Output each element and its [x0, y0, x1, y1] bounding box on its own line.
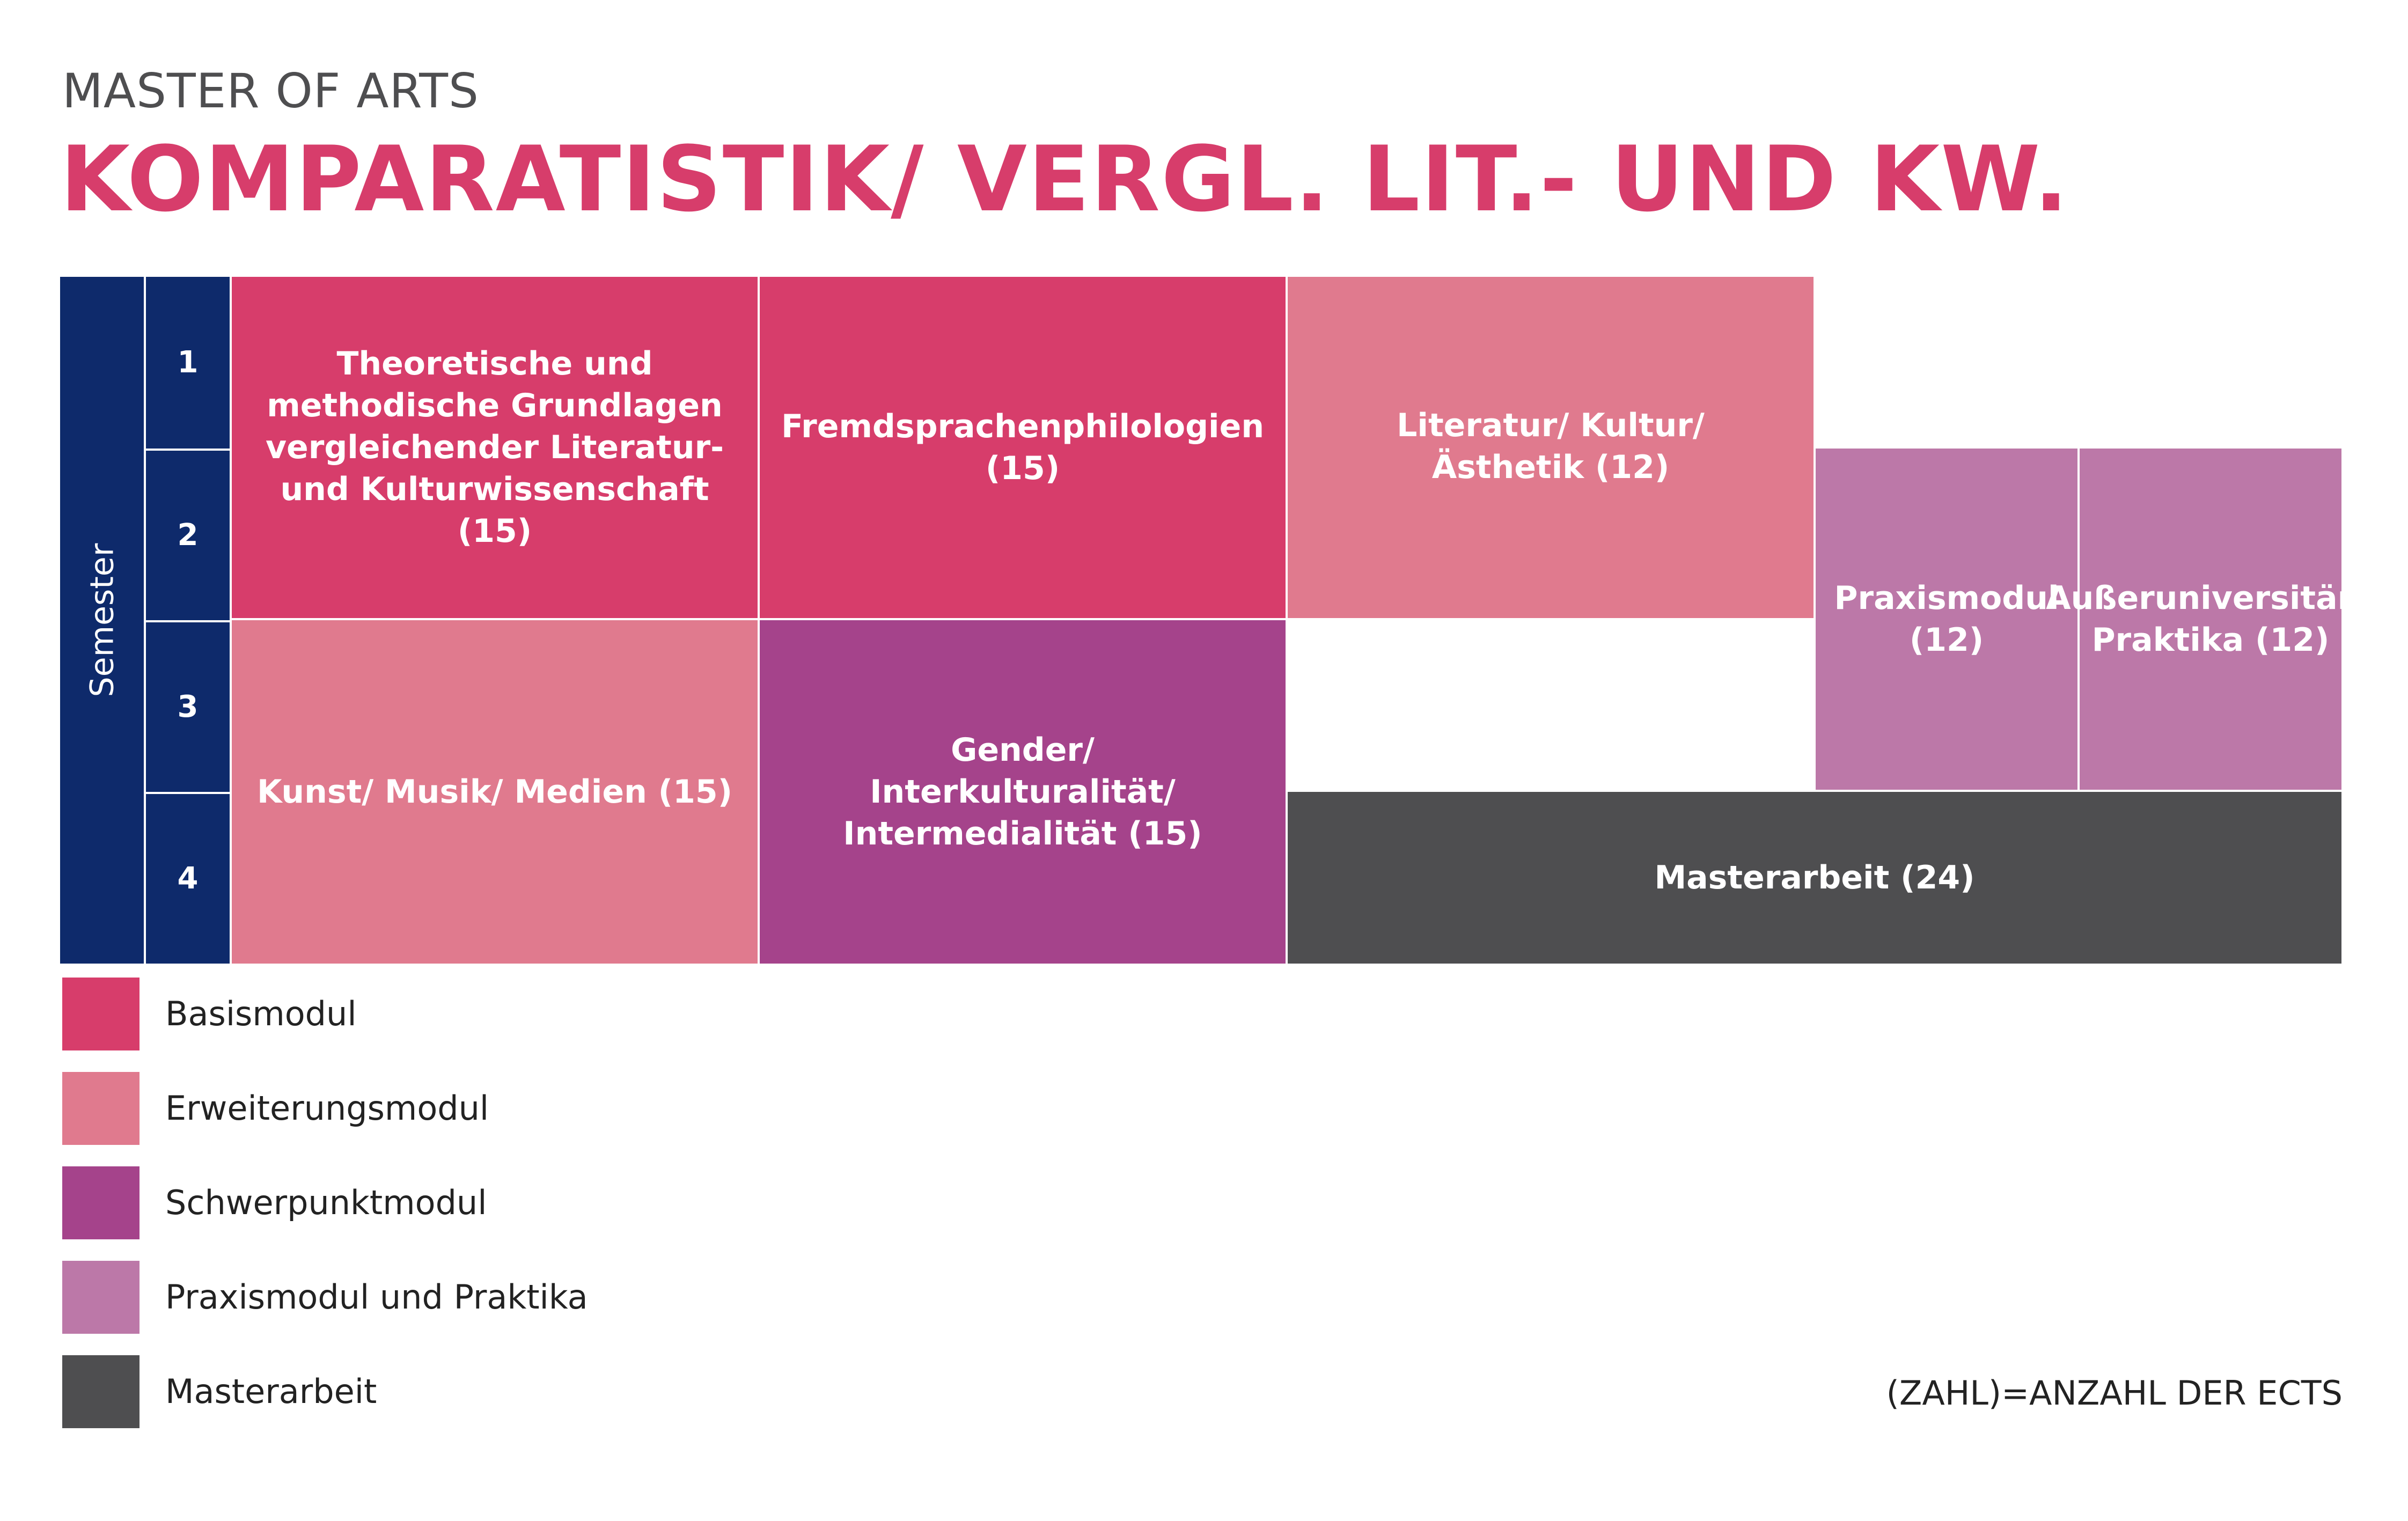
module-literatur: Literatur/ Kultur/ Ästhetik (12): [1288, 277, 1814, 618]
module-theorie: Theoretische und methodische Grundlagen …: [232, 277, 758, 618]
module-gender: Gender/ Interkulturalität/ Intermedialit…: [760, 620, 1286, 964]
legend-label-basismodul: Basismodul: [165, 994, 357, 1033]
semester-number-2: 2: [146, 449, 230, 620]
module-kunst-label: Kunst/ Musik/ Medien (15): [256, 773, 733, 811]
module-kunst: Kunst/ Musik/ Medien (15): [232, 620, 758, 964]
module-theorie-label: Theoretische und methodische Grundlagen …: [265, 345, 724, 550]
module-praktika-label: Außeruniversitäre Praktika (12): [2046, 579, 2375, 659]
semester-number-3: 3: [146, 620, 230, 792]
ects-note: (ZAHL)=ANZAHL DER ECTS: [1886, 1373, 2343, 1413]
page-title: KOMPARATISTIK/ VERGL. LIT.- UND KW.: [60, 127, 2069, 232]
semester-number-1: 1: [146, 277, 230, 449]
module-masterarbeit-label: Masterarbeit (24): [1654, 859, 1975, 897]
semester-label-text: Semester: [83, 543, 121, 697]
module-masterarbeit: Masterarbeit (24): [1288, 792, 2341, 964]
legend-swatch-basismodul: [62, 978, 140, 1050]
module-fremdsprachen-label: Fremdsprachenphilologien (15): [781, 408, 1265, 487]
legend-swatch-erweiterungsmodul: [62, 1072, 140, 1145]
module-praxismodul-label: Praxismodul (12): [1834, 579, 2059, 659]
legend-swatch-masterarbeit: [62, 1355, 140, 1428]
module-literatur-label: Literatur/ Kultur/ Ästhetik (12): [1397, 407, 1705, 486]
legend-label-schwerpunktmodul: Schwerpunktmodul: [165, 1183, 487, 1222]
module-fremdsprachen: Fremdsprachenphilologien (15): [760, 277, 1286, 618]
module-praktika: Außeruniversitäre Praktika (12): [2046, 449, 2375, 790]
module-praxismodul: Praxismodul (12): [1816, 449, 2077, 790]
semester-label: Semester: [60, 277, 144, 964]
semester-number-4: 4: [146, 792, 230, 964]
legend-label-masterarbeit: Masterarbeit: [165, 1372, 377, 1411]
legend-swatch-praxismodul: [62, 1261, 140, 1334]
legend-swatch-schwerpunktmodul: [62, 1166, 140, 1239]
subtitle: MASTER OF ARTS: [62, 63, 479, 119]
legend-label-praxismodul: Praxismodul und Praktika: [165, 1277, 588, 1317]
module-gender-label: Gender/ Interkulturalität/ Intermedialit…: [843, 731, 1202, 853]
legend-label-erweiterungsmodul: Erweiterungsmodul: [165, 1089, 489, 1128]
